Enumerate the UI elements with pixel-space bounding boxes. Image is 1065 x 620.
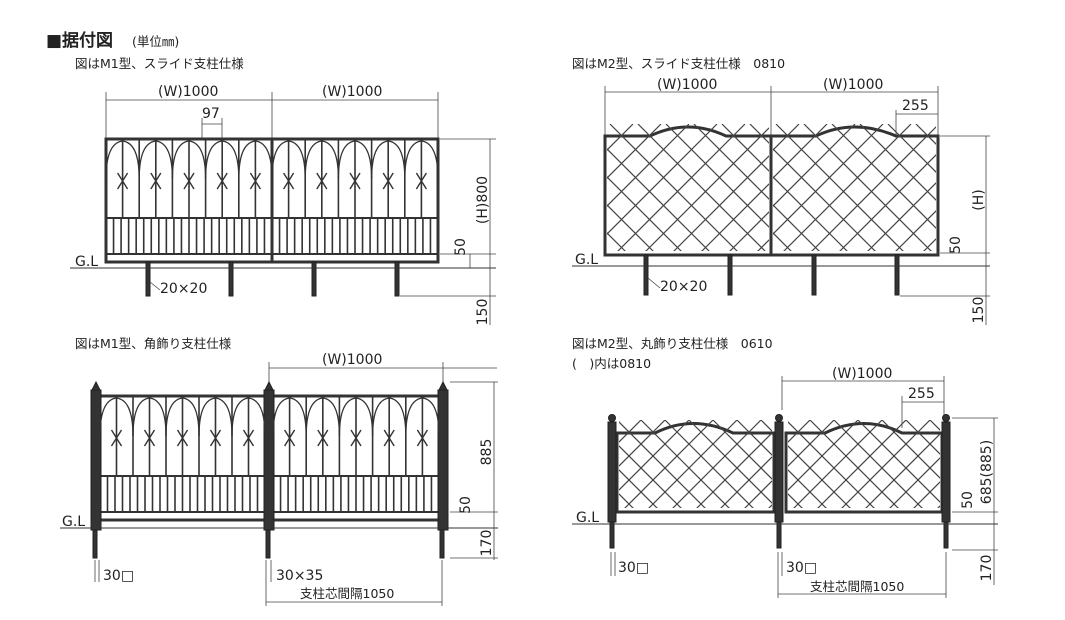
panel3-height: 885: [479, 439, 495, 466]
panel1-width-right: (W)1000: [322, 84, 382, 100]
panel1-depth: 150: [475, 299, 491, 326]
panel1-height: (H)800: [475, 176, 491, 224]
panel3-corner-posts: [90, 380, 449, 559]
panel1-decorative-bars: [105, 139, 439, 254]
panel2-depth: 150: [971, 297, 987, 324]
panel1-gl-label: G.L: [75, 254, 98, 270]
panel4-width: (W)1000: [832, 366, 892, 382]
panel1-posts: [145, 261, 400, 297]
panel3-post-size: 30□: [103, 568, 134, 584]
panel4-caption: 図はM2型、丸飾り支柱仕様 0610: [572, 336, 773, 351]
panel4-post-size: 30□: [618, 560, 649, 576]
panel4-post-size-2: 30□: [786, 560, 817, 576]
panel3-gl-label: G.L: [62, 514, 85, 530]
panel2-width-left: (W)1000: [657, 77, 717, 93]
panel2-post-size: 20×20: [660, 279, 707, 295]
panel1-caption: 図はM1型、スライド支柱仕様: [75, 56, 244, 71]
panel4-caption-note: ( )内は0810: [572, 356, 651, 371]
page-title: ■据付図: [46, 30, 113, 51]
panel3-decorative-bars: [99, 396, 440, 512]
panel4-depth: 170: [979, 555, 995, 582]
panel2-arch-width: 255: [902, 98, 929, 114]
panel4-round-posts: [607, 414, 951, 549]
panel3-depth: 170: [479, 530, 495, 557]
panel-m2-round-post: 図はM2型、丸飾り支柱仕様 0610 ( )内は0810 (W)1000 255…: [572, 336, 998, 598]
panel2-caption: 図はM2型、スライド支柱仕様 0810: [572, 56, 785, 71]
panel1-pitch: 97: [202, 106, 220, 122]
panel2-width-right: (W)1000: [823, 77, 883, 93]
panel1-post-size: 20×20: [160, 281, 207, 297]
panel2-gl-label: G.L: [575, 252, 598, 268]
panel3-post-spacing: 支柱芯間隔1050: [300, 586, 394, 601]
panel2-base: 50: [948, 236, 964, 254]
panel4-base: 50: [960, 491, 976, 509]
panel4-arch-width: 255: [908, 386, 935, 402]
page-title-unit: (単位㎜): [132, 34, 179, 49]
panel1-base: 50: [453, 238, 469, 256]
panel2-fence: [603, 124, 940, 257]
panel3-caption: 図はM1型、角飾り支柱仕様: [75, 336, 232, 351]
panel3-post-size-2: 30×35: [276, 568, 323, 584]
panel-m1-corner-post: 図はM1型、角飾り支柱仕様 (W)1000 G.L 885: [60, 336, 498, 606]
panel4-gl-label: G.L: [576, 510, 599, 526]
panel4-post-spacing: 支柱芯間隔1050: [810, 579, 904, 594]
panel3-width: (W)1000: [322, 352, 382, 368]
panel2-height: (H): [971, 189, 987, 210]
panel1-width-left: (W)1000: [158, 84, 218, 100]
panel3-base: 50: [458, 496, 474, 514]
panel2-posts: [643, 254, 900, 296]
panel-m1-slide-post: 図はM1型、スライド支柱仕様 (W)1000 (W)1000 97 G.L: [70, 56, 496, 325]
panel-m2-slide-post: 図はM2型、スライド支柱仕様 0810 (W)1000 (W)1000 255 …: [572, 56, 990, 325]
panel4-height: 685(885): [979, 440, 995, 504]
